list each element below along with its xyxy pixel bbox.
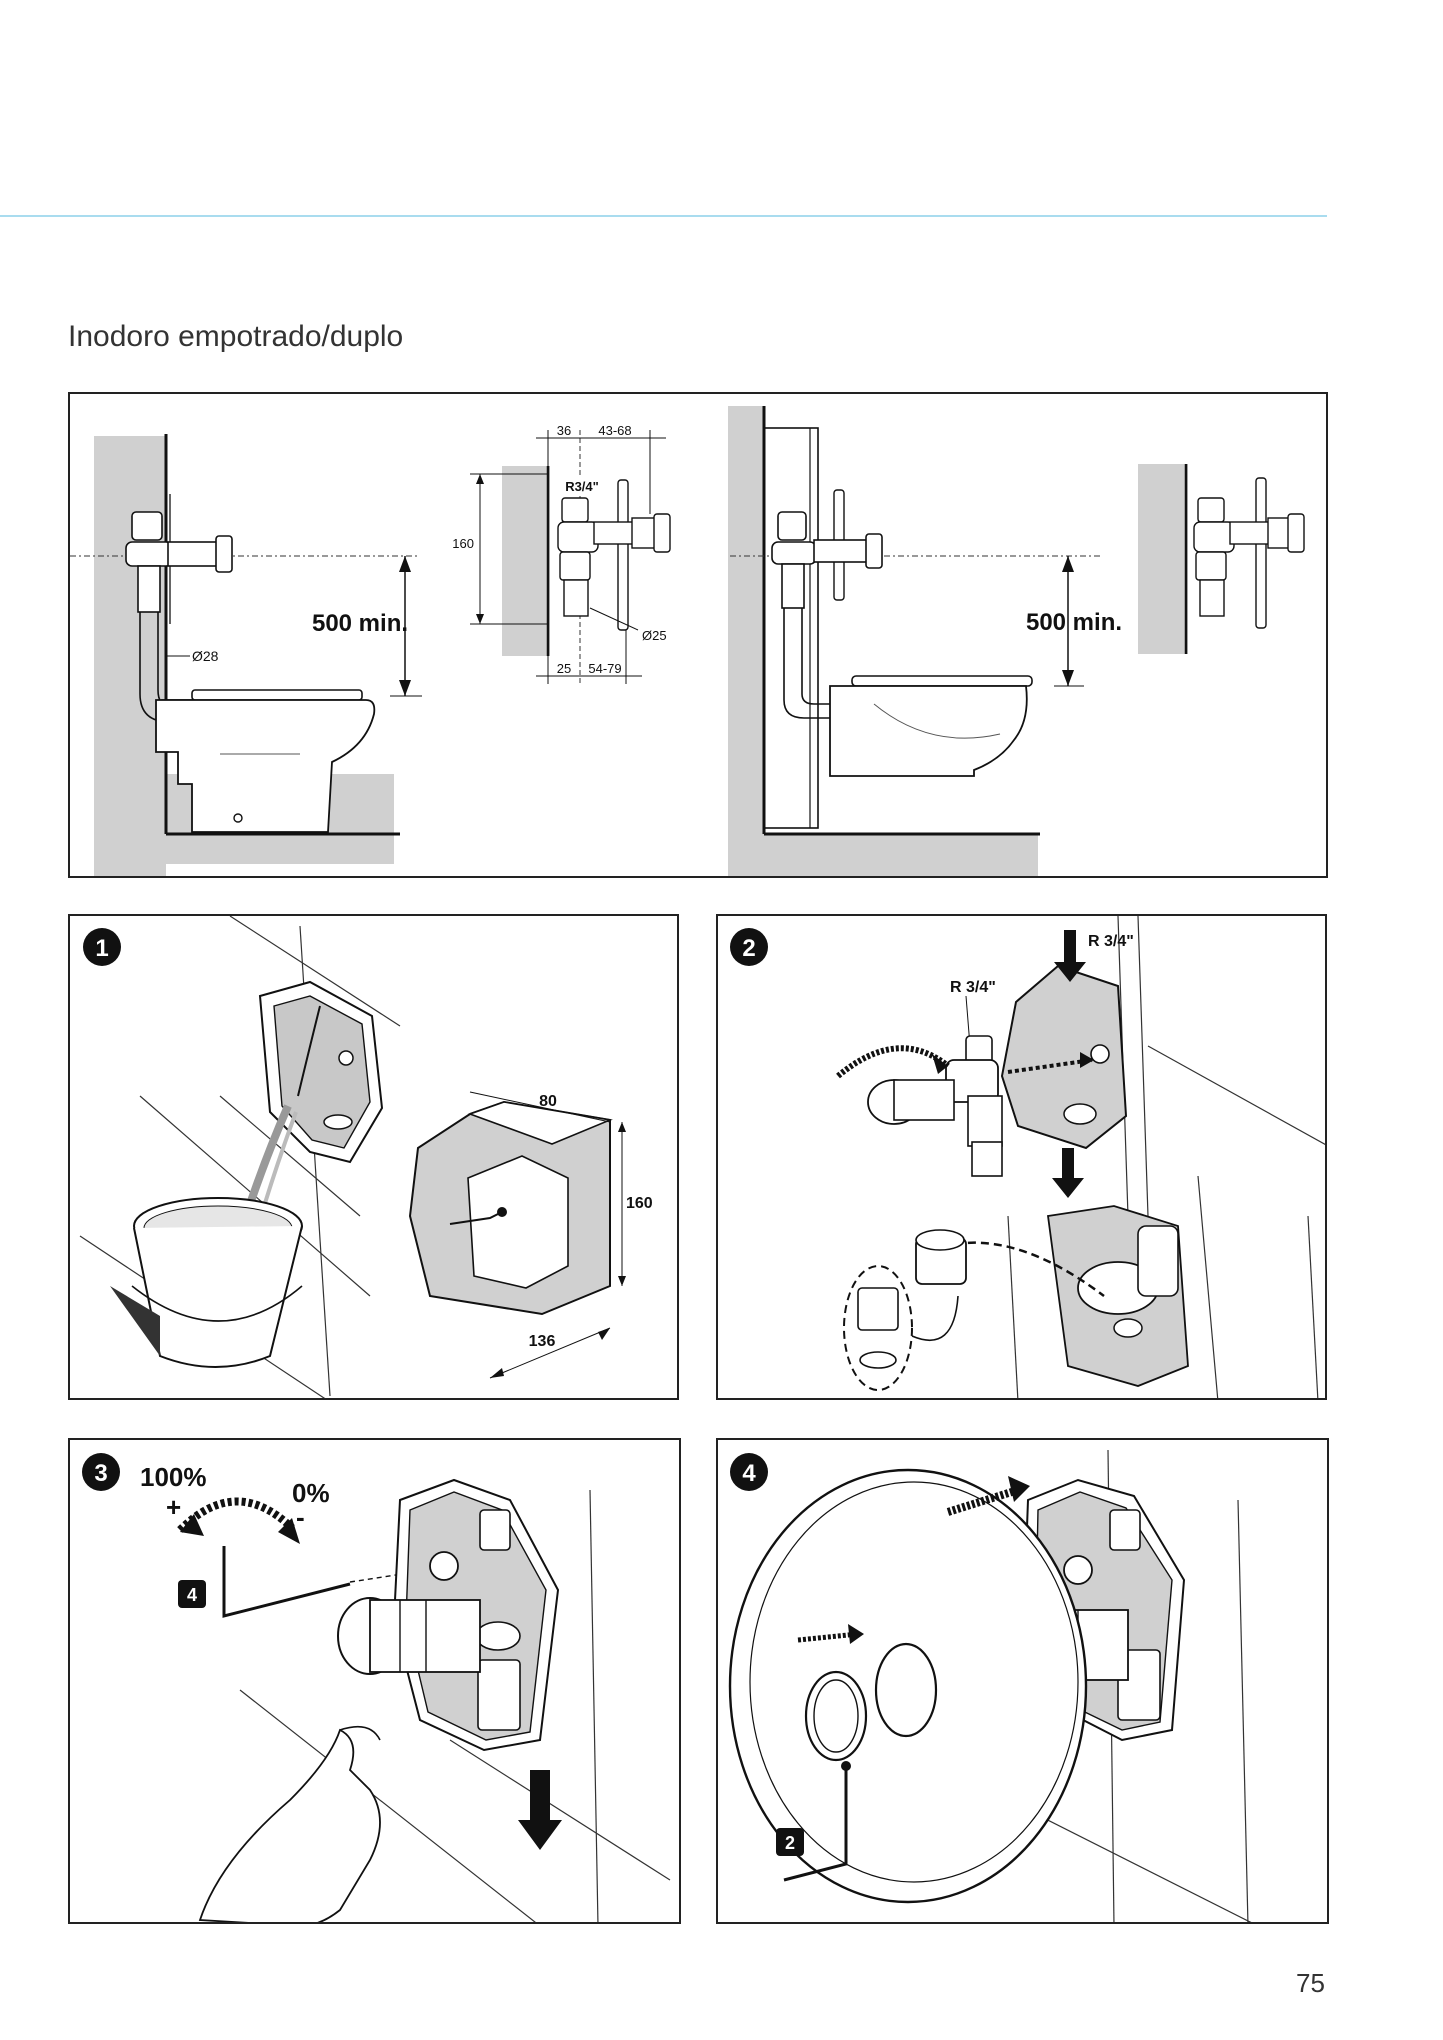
step-4-number: 4 <box>742 1460 756 1487</box>
page-number: 75 <box>1296 1968 1325 1998</box>
step-3-minus: - <box>296 1502 305 1532</box>
step-2-number: 2 <box>742 935 755 962</box>
section-title: Inodoro empotrado/duplo <box>68 320 404 353</box>
step-4-tool-ref: 2 <box>785 1833 795 1853</box>
step-2-drawing: 2 R 3/4" R 3/4" <box>730 916 1325 1398</box>
height-label-left: 500 min. <box>312 610 408 637</box>
thread-label: R3/4" <box>565 479 599 494</box>
step-3-badge <box>82 1453 120 1491</box>
step-1-width-dim: 80 <box>539 1093 557 1110</box>
step-3-tool-ref: 4 <box>187 1585 197 1605</box>
wall-hung-wc-illustration: 500 min. <box>728 406 1122 876</box>
step-4-badge <box>730 1453 768 1491</box>
step-1-height-dim: 160 <box>626 1195 653 1212</box>
step-2-thread-side: R 3/4" <box>950 979 996 996</box>
step-1-number: 1 <box>95 935 108 962</box>
dim-bottom-2: 54-79 <box>588 661 621 676</box>
step-2-thread-top: R 3/4" <box>1088 933 1134 950</box>
overview-panel: Ø28 500 min. 36 43-68 R3/4" 160 <box>68 392 1328 878</box>
step-2-badge <box>730 928 768 966</box>
step-1-depth-dim: 136 <box>529 1333 556 1350</box>
step-3-number: 3 <box>94 1460 107 1487</box>
height-label-right: 500 min. <box>1026 609 1122 636</box>
step-4-drawing: 4 2 <box>728 1449 1252 1922</box>
dim-bottom-1: 25 <box>557 661 571 676</box>
step-1-drawing: 1 80 160 136 <box>79 916 653 1398</box>
dim-top-1: 36 <box>557 423 571 438</box>
step-4-panel: 4 2 <box>716 1438 1329 1924</box>
step-2-panel: 2 R 3/4" R 3/4" <box>716 914 1327 1400</box>
step-1-badge <box>83 928 121 966</box>
pipe-diameter-label: Ø28 <box>192 648 219 664</box>
overview-drawing: Ø28 500 min. 36 43-68 R3/4" 160 <box>70 406 1305 876</box>
detail-dimension-drawing: 36 43-68 R3/4" 160 Ø25 25 54-79 <box>452 423 671 684</box>
wall-hung-detail <box>1138 464 1305 654</box>
step-3-panel: 3 100% 0% + - 4 <box>68 1438 681 1924</box>
step-3-closed-label: 0% <box>292 1478 330 1508</box>
step-1-panel: 1 80 160 136 <box>68 914 679 1400</box>
dim-top-2: 43-68 <box>598 423 631 438</box>
step-3-open-label: 100% <box>140 1462 207 1492</box>
step-3-drawing: 3 100% 0% + - 4 <box>82 1453 671 1922</box>
header-rule <box>0 215 1327 217</box>
dim-height: 160 <box>452 536 474 551</box>
step-3-plus: + <box>166 1492 181 1522</box>
floor-wc-illustration: Ø28 500 min. <box>70 434 422 876</box>
outlet-label: Ø25 <box>642 628 667 643</box>
